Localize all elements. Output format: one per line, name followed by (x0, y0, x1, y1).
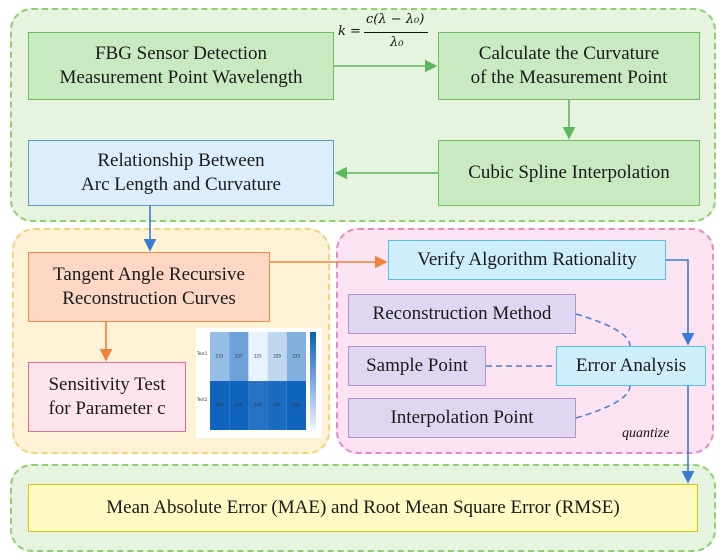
fbg-sensor-box: FBG Sensor Detection Measurement Point W… (28, 32, 334, 100)
mae-rmse-box: Mean Absolute Error (MAE) and Root Mean … (28, 484, 698, 532)
verify-algorithm-label: Verify Algorithm Rationality (417, 248, 637, 270)
cubic-spline-box: Cubic Spline Interpolation (438, 140, 700, 206)
heatmap-colorbar (310, 332, 316, 430)
error-analysis-label: Error Analysis (575, 354, 687, 376)
heatmap-cell-value: 225 (254, 354, 262, 359)
reconstruction-method-box: Reconstruction Method (348, 294, 576, 334)
heatmap-cell-value: 235 (292, 354, 300, 359)
sensitivity-test-label: Sensitivity Test for Parameter c (48, 373, 166, 419)
quantize-label: quantize (622, 426, 670, 441)
heatmap-cell-value: 246 (235, 403, 243, 408)
mae-rmse-label: Mean Absolute Error (MAE) and Root Mean … (106, 496, 620, 518)
sample-point-box: Sample Point (348, 346, 486, 386)
error-analysis-box: Error Analysis (556, 346, 706, 386)
heatmap-cell-value: 246 (292, 403, 300, 408)
heatmap-row-label-2: Test2 (196, 397, 208, 402)
heatmap-cell (210, 381, 230, 430)
heatmap-cell-value: 244 (254, 403, 262, 408)
curvature-label: Calculate the Curvature of the Measureme… (470, 42, 668, 88)
formula-lhs: k = (338, 24, 361, 39)
heatmap-cell-value: 237 (235, 354, 243, 359)
dashed-recon-to-error (575, 313, 631, 347)
heatmap-cell (267, 332, 287, 381)
heatmap-cell-value: 233 (216, 354, 224, 359)
curvature-box: Calculate the Curvature of the Measureme… (438, 32, 700, 100)
heatmap-cell (286, 332, 306, 381)
heatmap-cell (248, 332, 268, 381)
cubic-spline-label: Cubic Spline Interpolation (468, 161, 670, 183)
sample-point-label: Sample Point (366, 354, 468, 376)
curvature-formula: k = c(λ − λ₀) λ₀ (336, 4, 436, 60)
heatmap-cell (229, 381, 249, 430)
sensitivity-heatmap: 233 237 225 229 235 246 246 244 245 246 Test1 Tes… (196, 328, 322, 438)
tangent-angle-label: Tangent Angle Recursive Reconstruction C… (53, 263, 245, 309)
formula-numerator: c(λ − λ₀) (366, 12, 425, 27)
verify-algorithm-box: Verify Algorithm Rationality (388, 240, 666, 280)
formula-fraction-bar (364, 32, 428, 33)
interpolation-point-box: Interpolation Point (348, 398, 576, 438)
heatmap-cell (248, 381, 268, 430)
tangent-angle-box: Tangent Angle Recursive Reconstruction C… (28, 252, 270, 322)
heatmap-cell (286, 381, 306, 430)
heatmap-cell (229, 332, 249, 381)
heatmap-cell-value: 246 (216, 403, 224, 408)
sensitivity-test-box: Sensitivity Test for Parameter c (28, 362, 186, 432)
dashed-interp-to-error (575, 385, 631, 419)
relationship-label: Relationship Between Arc Length and Curv… (81, 149, 281, 195)
reconstruction-method-label: Reconstruction Method (372, 302, 552, 324)
heatmap-cell-value: 245 (273, 403, 281, 408)
heatmap-cell (267, 381, 287, 430)
formula-denominator: λ₀ (390, 35, 404, 50)
heatmap-row-label-1: Test1 (196, 351, 208, 356)
interpolation-point-label: Interpolation Point (390, 406, 534, 428)
heatmap-cell (210, 332, 230, 381)
fbg-sensor-label: FBG Sensor Detection Measurement Point W… (59, 42, 303, 88)
heatmap-cell-value: 229 (273, 354, 281, 359)
arrow-verify-to-error (666, 259, 695, 346)
relationship-box: Relationship Between Arc Length and Curv… (28, 140, 334, 206)
